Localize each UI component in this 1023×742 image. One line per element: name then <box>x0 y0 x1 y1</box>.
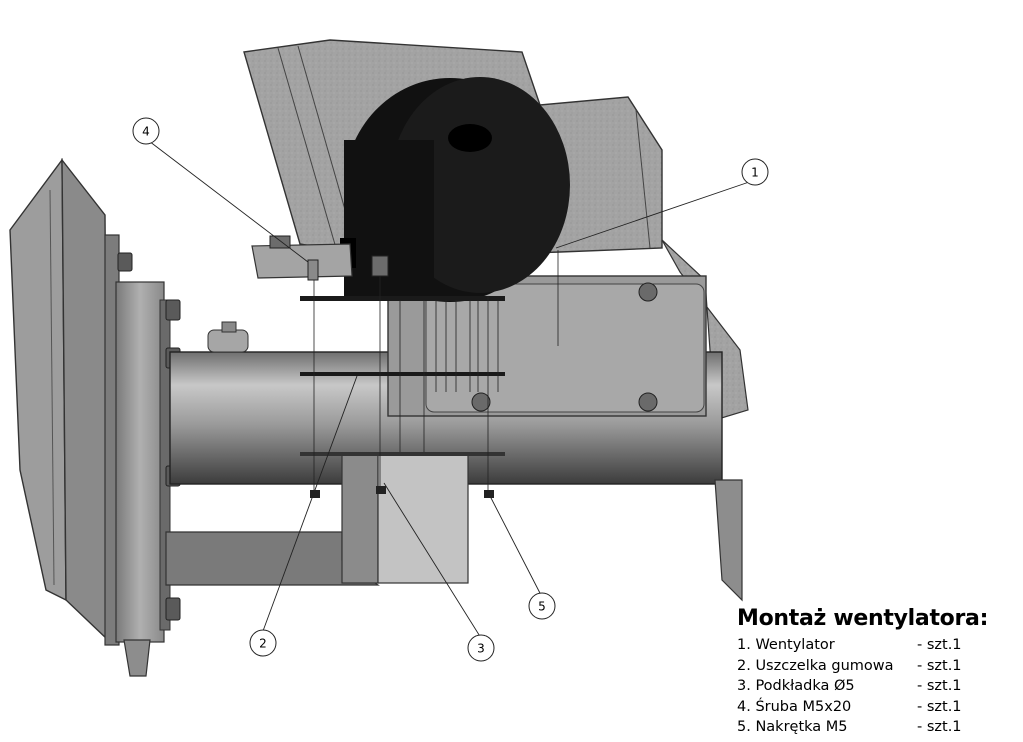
callout-4-label: 4 <box>142 125 150 139</box>
leader-lines <box>144 137 756 639</box>
end-plate <box>714 479 743 602</box>
legend-item-name: 5. Nakrętka M5 <box>737 719 848 735</box>
legend-item-name: 1. Wentylator <box>737 637 835 653</box>
callout-1-label: 1 <box>751 166 759 180</box>
legend-item-qty: - szt.1 <box>917 719 962 735</box>
left-wall-plate <box>9 157 109 642</box>
parts-legend: Montaż wentylatora: 1. Wentylator - szt.… <box>737 606 1017 738</box>
callout-5: 5 <box>528 592 556 620</box>
callouts: 1 2 3 4 5 <box>132 117 769 662</box>
fan <box>340 77 570 302</box>
callout-4: 4 <box>132 117 160 145</box>
callout-1: 1 <box>741 158 769 186</box>
legend-item-qty: - szt.1 <box>917 678 962 694</box>
callout-5-label: 5 <box>538 600 546 614</box>
callout-3-label: 3 <box>477 642 485 656</box>
legend-item-name: 2. Uszczelka gumowa <box>737 657 894 674</box>
callout-2-label: 2 <box>259 637 267 651</box>
legend-item: 5. Nakrętka M5 - szt.1 <box>737 717 1017 738</box>
legend-item: 3. Podkładka Ø5 - szt.1 <box>737 676 1017 697</box>
legend-item: 4. Śruba M5x20 - szt.1 <box>737 697 1017 718</box>
legend-item-name: 4. Śruba M5x20 <box>737 698 852 715</box>
support-bracket <box>165 454 469 586</box>
legend-item: 2. Uszczelka gumowa - szt.1 <box>737 656 1017 677</box>
legend-item-qty: - szt.1 <box>917 657 962 674</box>
legend-item-qty: - szt.1 <box>917 698 962 715</box>
exploded-parts <box>300 250 559 498</box>
fan-bracket <box>251 235 389 279</box>
callout-3: 3 <box>467 634 495 662</box>
callout-2: 2 <box>249 629 277 657</box>
fan-mount-box <box>387 275 707 417</box>
legend-item-name: 3. Podkładka Ø5 <box>737 678 855 694</box>
legend-item: 1. Wentylator - szt.1 <box>737 635 1017 656</box>
legend-item-qty: - szt.1 <box>917 637 962 653</box>
flange <box>104 234 171 677</box>
legend-title: Montaż wentylatora: <box>737 606 989 631</box>
